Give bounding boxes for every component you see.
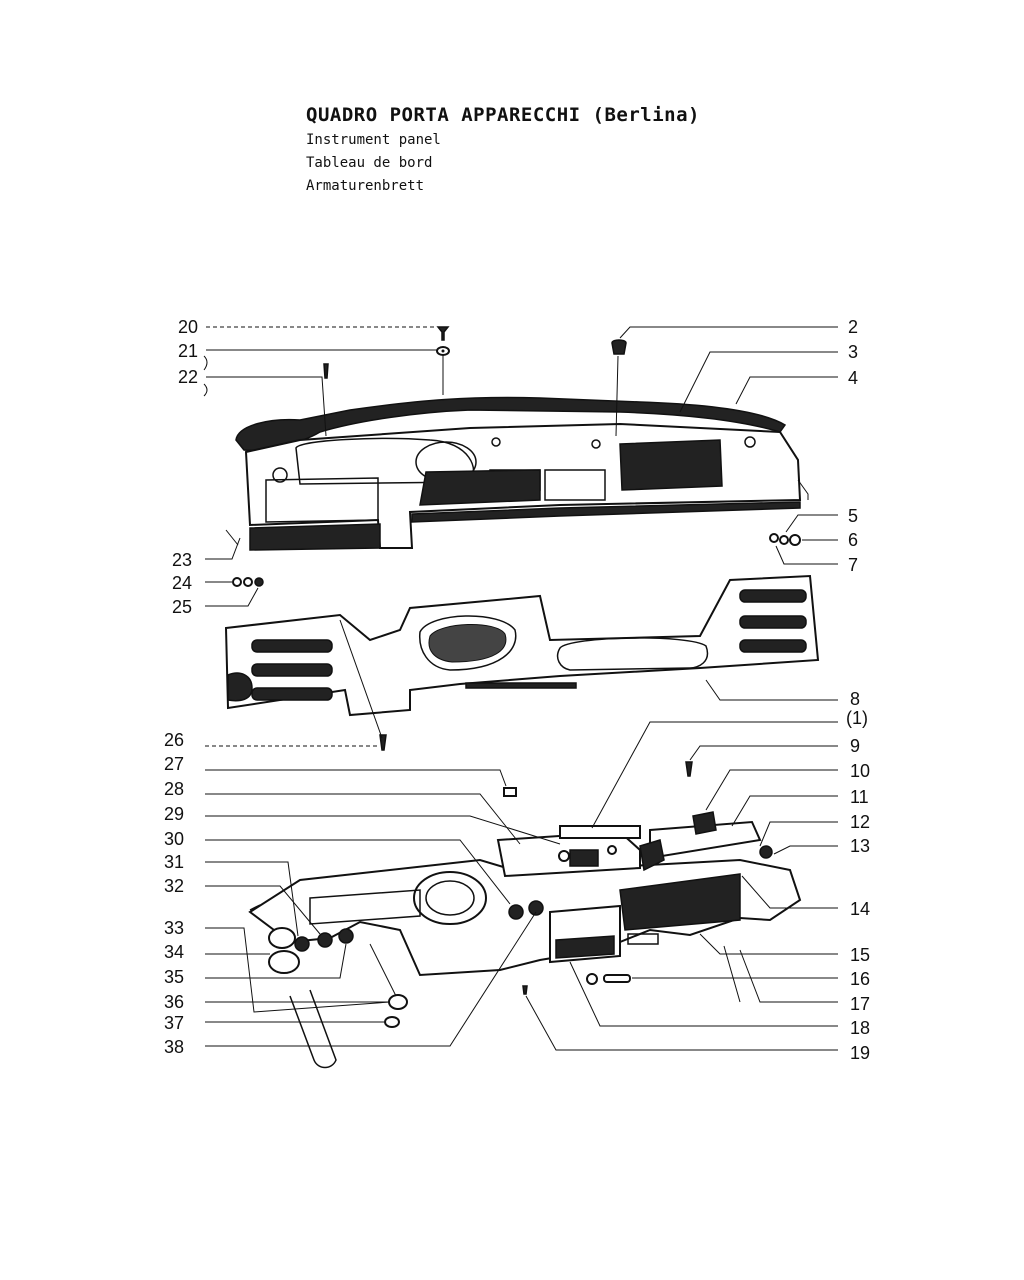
callout-3: 3 (848, 342, 858, 362)
callout-5: 5 (848, 506, 858, 526)
title-block: QUADRO PORTA APPARECCHI (Berlina) Instru… (306, 104, 700, 201)
callout-38: 38 (164, 1037, 184, 1057)
plug-2 (611, 339, 627, 355)
callout-8: 8 (850, 689, 860, 709)
callout-32: 32 (164, 876, 184, 896)
callout-36: 36 (164, 992, 184, 1012)
lower-dashboard-assembly (248, 761, 802, 1069)
screw-20 (436, 326, 450, 341)
callout-13: 13 (850, 836, 870, 856)
callout-12: 12 (850, 812, 870, 832)
callout-4: 4 (848, 368, 858, 388)
callout-9: 9 (850, 736, 860, 756)
nut-23-24-25 (232, 577, 264, 587)
upper-dashboard-shell (235, 396, 802, 551)
callout-7: 7 (848, 555, 858, 575)
callout-2: 2 (848, 317, 858, 337)
washer-21 (436, 346, 450, 356)
callout-11: 11 (850, 787, 869, 807)
title-german: Armaturenbrett (306, 178, 425, 194)
title-italian: QUADRO PORTA APPARECCHI (Berlina) (306, 104, 700, 126)
callout-17: 17 (850, 994, 870, 1014)
callout-31: 31 (164, 852, 184, 872)
clip-22 (323, 363, 329, 379)
callout-1-note: (1) (846, 708, 868, 728)
callout-29: 29 (164, 804, 184, 824)
callout-18: 18 (850, 1018, 870, 1038)
callout-34: 34 (164, 942, 184, 962)
callout-6: 6 (848, 530, 858, 550)
callout-24: 24 (172, 573, 192, 593)
title-french: Tableau de bord (306, 155, 433, 171)
callout-30: 30 (164, 829, 184, 849)
callout-15: 15 (850, 945, 870, 965)
screw-26 (379, 734, 387, 751)
callout-16: 16 (850, 969, 870, 989)
callout-37: 37 (164, 1013, 184, 1033)
callout-21: 21 (178, 341, 198, 361)
callout-20: 20 (178, 317, 198, 337)
leader-lines (203, 326, 838, 1051)
callout-25: 25 (172, 597, 192, 617)
left-callout-labels: 20 21 22 23 24 25 26 27 28 29 30 31 32 3… (164, 317, 198, 1057)
callout-10: 10 (850, 761, 870, 781)
callout-19: 19 (850, 1043, 870, 1063)
callout-27: 27 (164, 754, 184, 774)
callout-35: 35 (164, 967, 184, 987)
title-english: Instrument panel (306, 132, 441, 148)
callout-14: 14 (850, 899, 870, 919)
callout-33: 33 (164, 918, 184, 938)
callout-22: 22 (178, 367, 198, 387)
lower-trim-panel (224, 574, 820, 717)
right-callout-labels: 2 3 4 5 6 7 8 (1) 9 10 11 12 13 14 15 16… (846, 317, 870, 1063)
callout-26: 26 (164, 730, 184, 750)
callout-28: 28 (164, 779, 184, 799)
nut-5-6-7 (769, 533, 801, 546)
callout-23: 23 (172, 550, 192, 570)
